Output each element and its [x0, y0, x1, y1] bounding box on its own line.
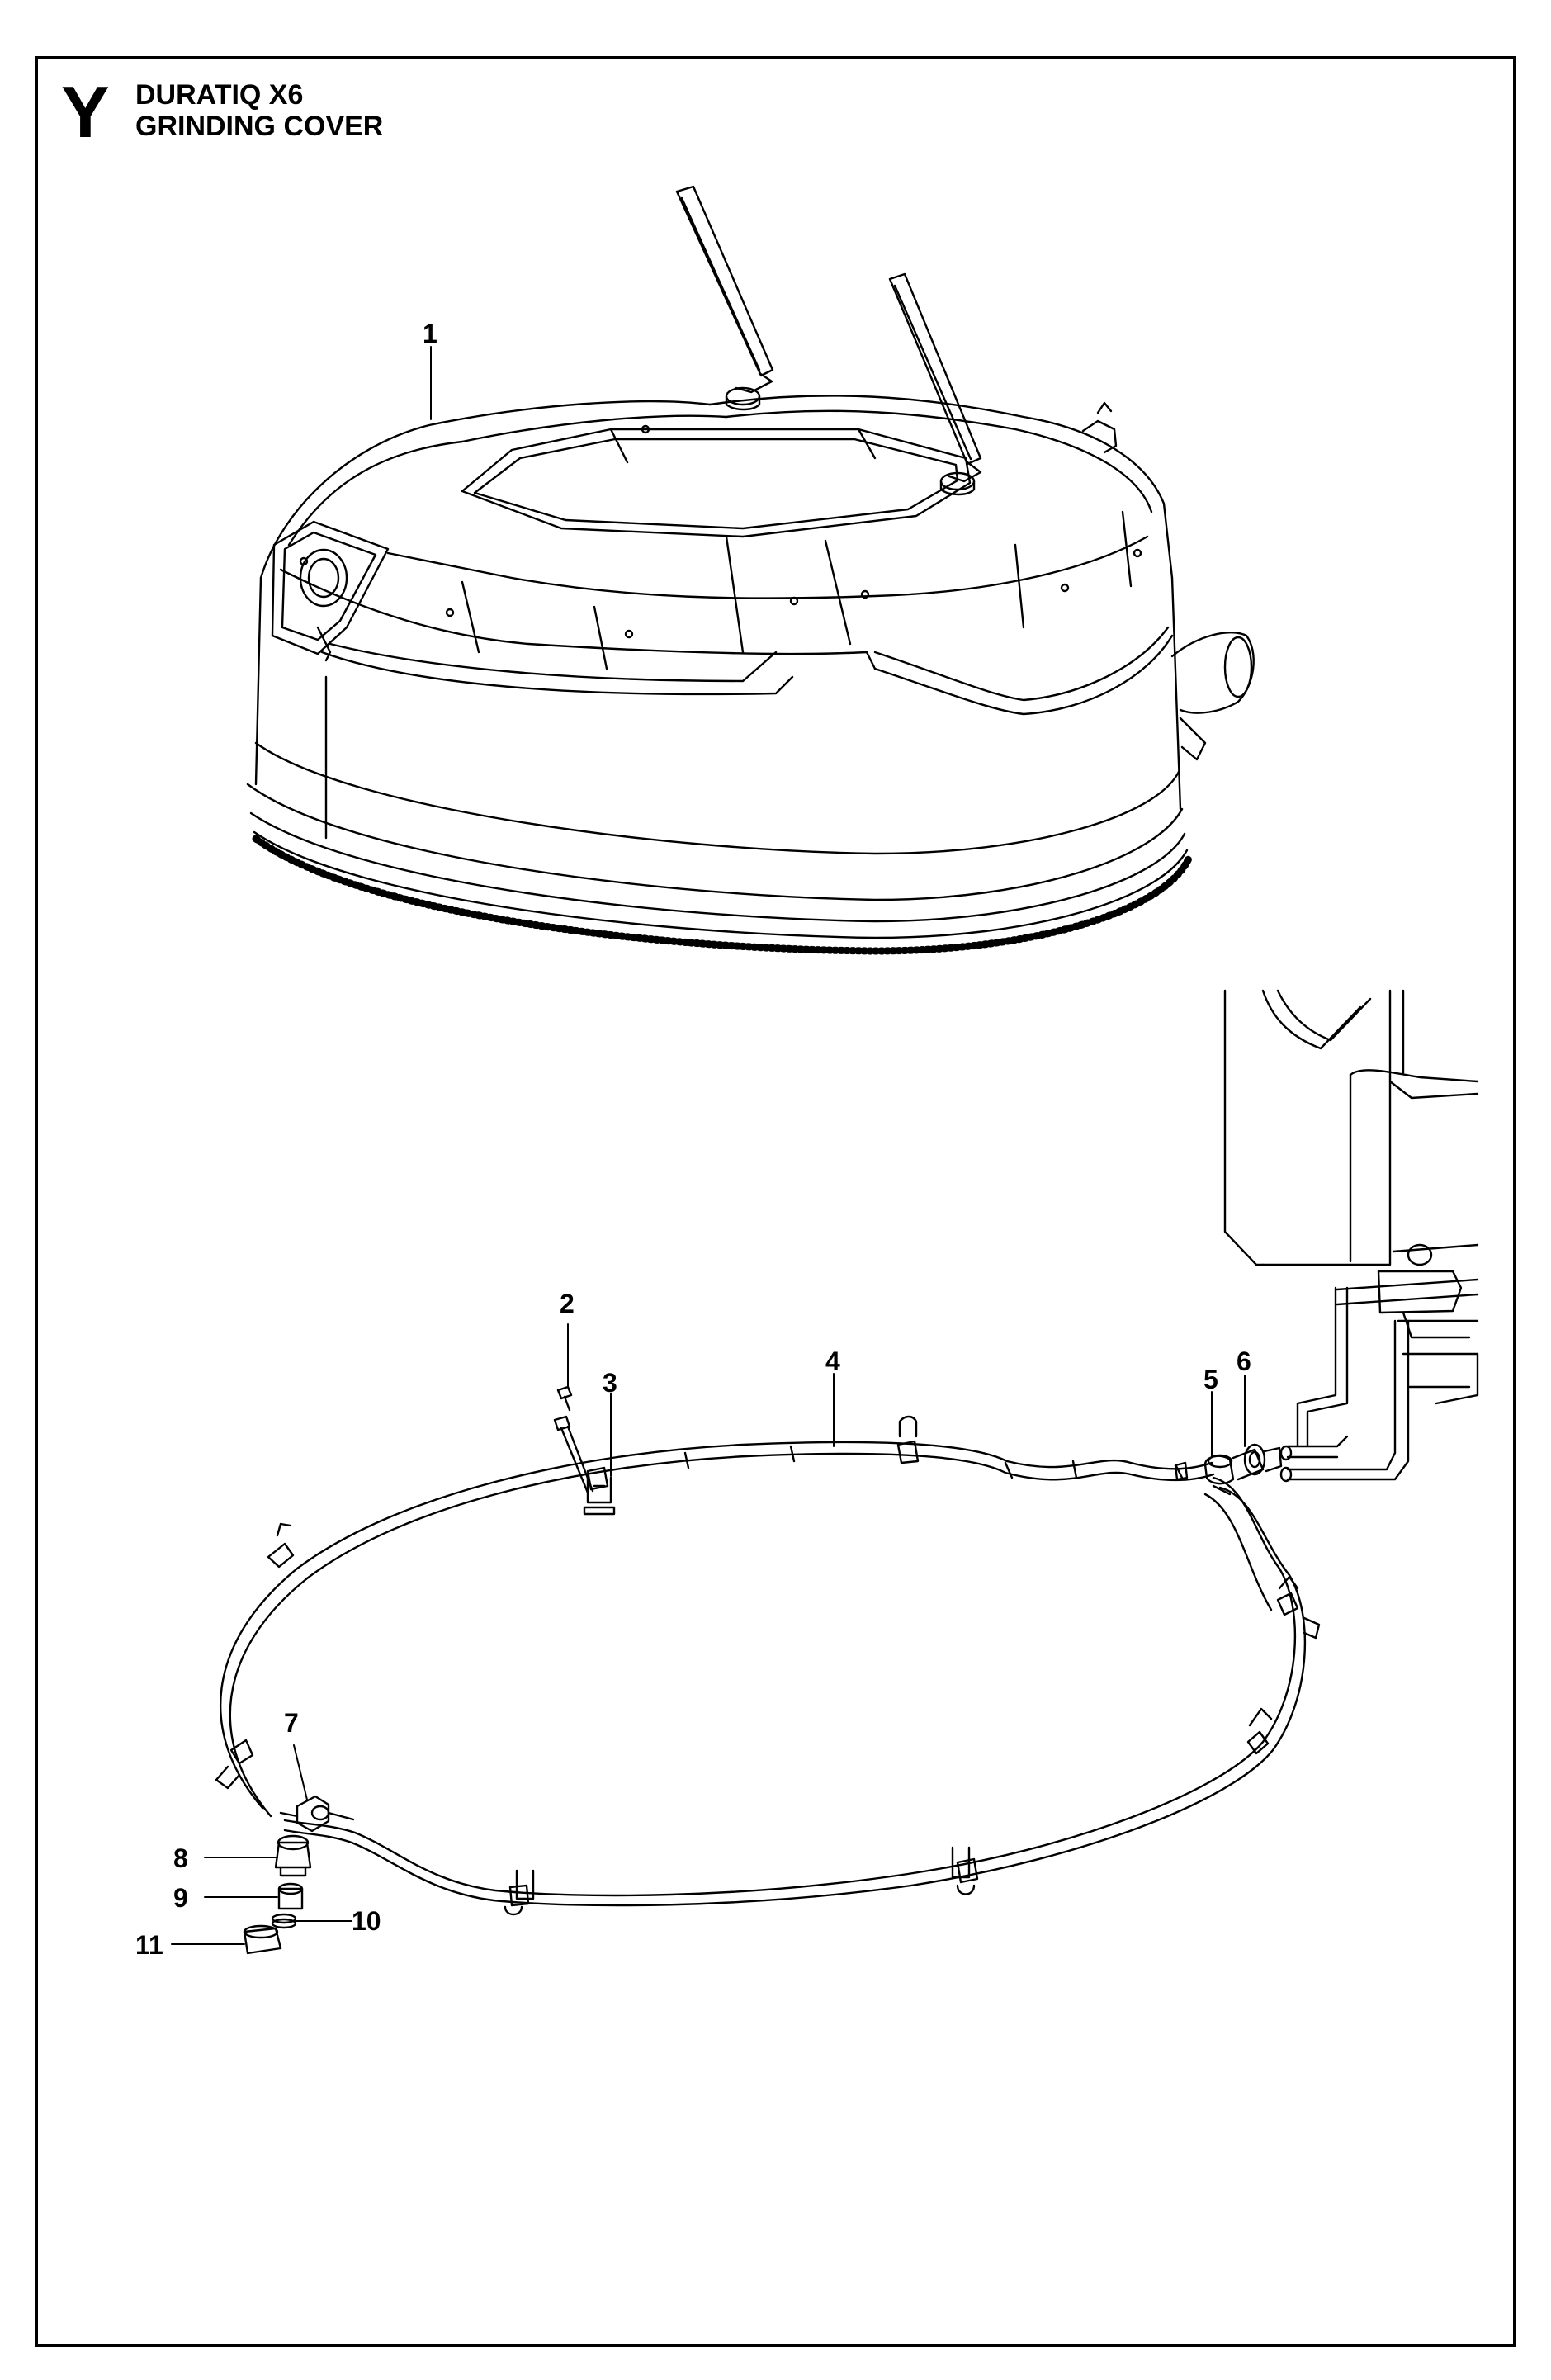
callout-8: 8	[173, 1843, 188, 1873]
screw-and-clip-parts	[553, 1385, 616, 1516]
title-block: DURATIQ X6 GRINDING COVER	[135, 79, 383, 142]
callout-11: 11	[135, 1930, 163, 1960]
callout-1: 1	[423, 319, 437, 348]
nozzle-stack-parts	[243, 1795, 355, 1955]
drawing-frame	[35, 56, 1516, 2347]
assembly-name: GRINDING COVER	[135, 111, 384, 142]
leader-7	[293, 1744, 308, 1800]
callout-labels: 1 2 3 4 5 6 7 8 9 10 11	[135, 319, 1251, 1960]
model-name: DURATIQ X6	[135, 79, 304, 111]
callout-7: 7	[284, 1708, 299, 1738]
callout-4: 4	[825, 1346, 840, 1376]
leader-lines	[171, 346, 1246, 1945]
section-letter: Y	[61, 71, 110, 153]
machine-frame-fragment	[1223, 989, 1479, 1483]
callout-5: 5	[1203, 1365, 1218, 1394]
callout-9: 9	[173, 1883, 188, 1913]
callout-10: 10	[352, 1906, 381, 1936]
callout-3: 3	[603, 1368, 617, 1398]
grinding-cover-part	[246, 185, 1255, 955]
water-hose-part	[215, 1415, 1321, 1916]
connector-valve-parts	[1203, 1443, 1283, 1485]
callout-2: 2	[560, 1289, 575, 1318]
callout-6: 6	[1237, 1346, 1251, 1376]
